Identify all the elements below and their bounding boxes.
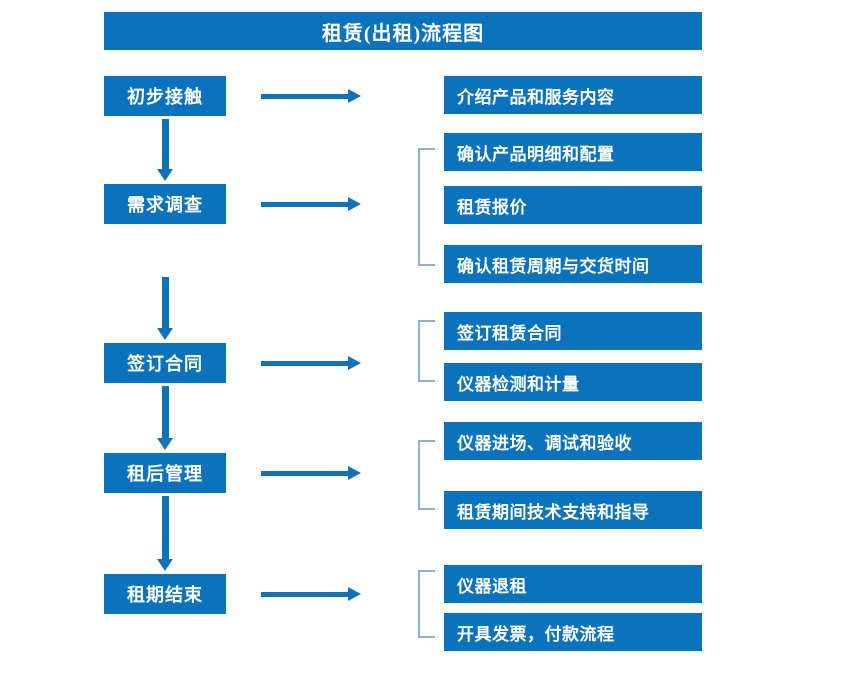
right-arrow-stage-sign-contract <box>261 356 361 370</box>
detail-box-invoice-payment[interactable]: 开具发票，付款流程 <box>444 613 702 651</box>
detail-box-introduce-products[interactable]: 介绍产品和服务内容 <box>444 76 702 114</box>
down-arrow-contact-to-survey <box>157 119 173 181</box>
down-arrow-contract-to-management <box>157 386 173 450</box>
detail-box-lease-quotation[interactable]: 租赁报价 <box>444 186 702 224</box>
page-title: 租赁(出租)流程图 <box>104 12 702 50</box>
detail-box-sign-lease-agreement[interactable]: 签订租赁合同 <box>444 312 702 350</box>
detail-box-instrument-inspection[interactable]: 仪器检测和计量 <box>444 363 702 401</box>
group-bracket-lease-end <box>418 570 435 638</box>
group-bracket-sign-contract <box>418 320 435 382</box>
down-arrow-management-to-end <box>157 496 173 571</box>
stage-box-demand-survey[interactable]: 需求调查 <box>104 184 226 224</box>
detail-box-confirm-product-spec[interactable]: 确认产品明细和配置 <box>444 133 702 171</box>
detail-box-technical-support[interactable]: 租赁期间技术支持和指导 <box>444 491 702 529</box>
detail-box-instrument-onsite-commissioning[interactable]: 仪器进场、调试和验收 <box>444 422 702 460</box>
detail-box-confirm-lease-period[interactable]: 确认租赁周期与交货时间 <box>444 245 702 283</box>
right-arrow-stage-demand-survey <box>261 197 361 211</box>
right-arrow-stage-initial-contact <box>261 89 361 103</box>
stage-box-lease-end[interactable]: 租期结束 <box>104 574 226 614</box>
stage-box-sign-contract[interactable]: 签订合同 <box>104 343 226 383</box>
down-arrow-survey-to-contract <box>157 277 173 340</box>
right-arrow-stage-post-lease-management <box>261 466 361 480</box>
group-bracket-post-lease-management <box>418 440 435 510</box>
right-arrow-stage-lease-end <box>261 587 361 601</box>
stage-box-post-lease-management[interactable]: 租后管理 <box>104 453 226 493</box>
stage-box-initial-contact[interactable]: 初步接触 <box>104 76 226 116</box>
detail-box-instrument-return[interactable]: 仪器退租 <box>444 565 702 603</box>
group-bracket-demand-survey <box>418 148 435 266</box>
